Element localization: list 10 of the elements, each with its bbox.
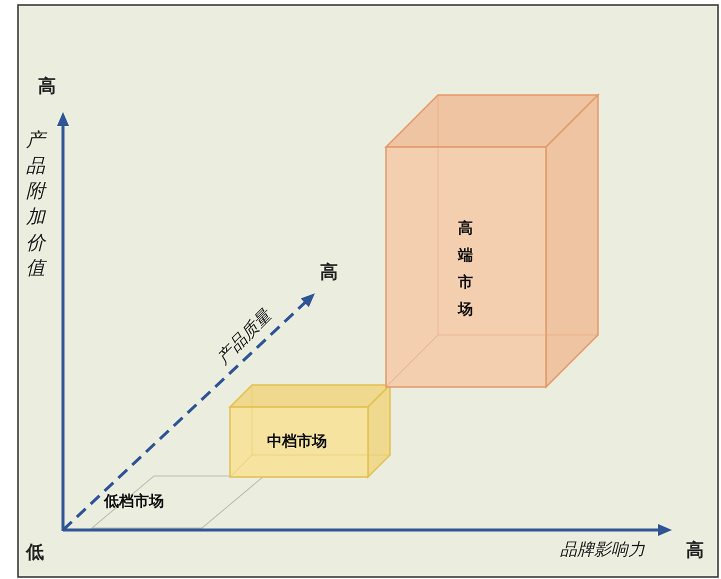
market-label: 中档市场 bbox=[267, 432, 327, 451]
axis-end-label: 高 bbox=[686, 539, 704, 562]
axis-title: 产品质量 bbox=[212, 305, 276, 369]
market-label: 低档市场 bbox=[104, 492, 164, 511]
axis-title: 品牌影响力 bbox=[560, 539, 645, 561]
axis-title: 产品附加价值 bbox=[26, 128, 47, 282]
axis-end-label: 高 bbox=[320, 261, 338, 284]
market-label: 高端市场 bbox=[458, 218, 474, 320]
axis-end-label: 高 bbox=[38, 75, 56, 98]
axis-end-label: 低 bbox=[26, 541, 44, 564]
